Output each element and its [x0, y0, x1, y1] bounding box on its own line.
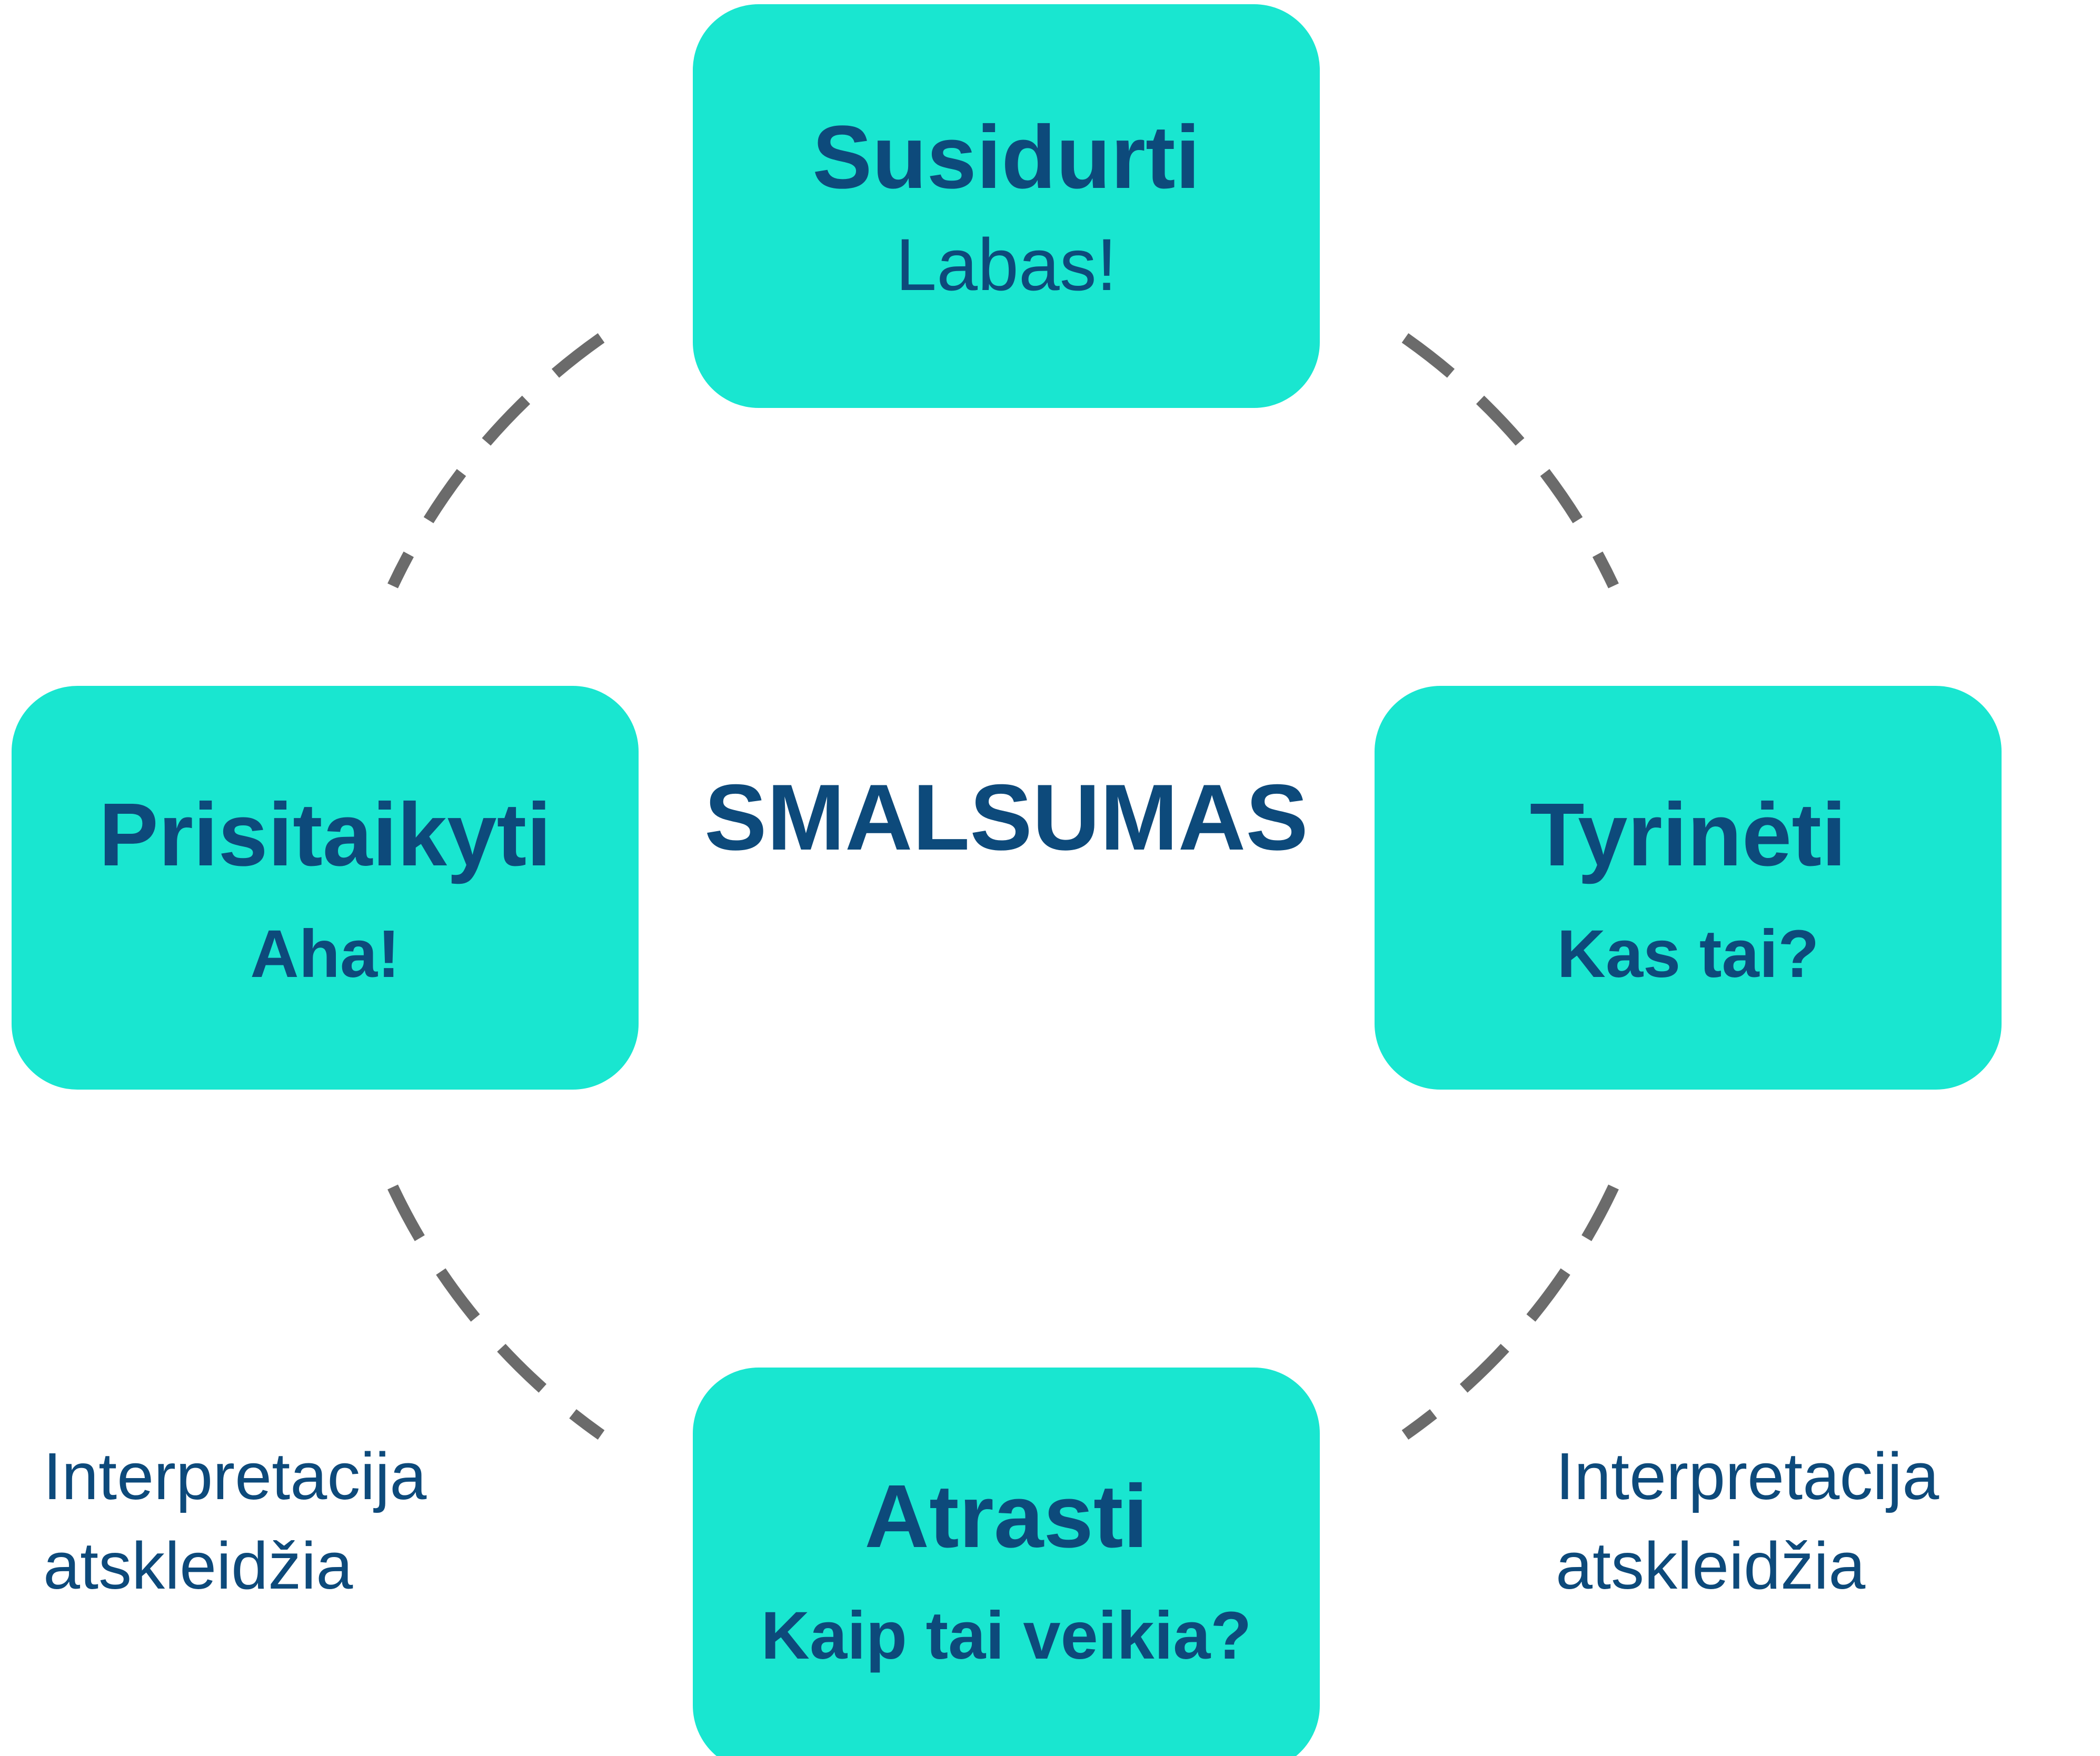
stage-encounter: Susidurti Labas!	[693, 4, 1320, 408]
note-right: Interpretacija atskleidžia	[1556, 1432, 1939, 1611]
note-left: Interpretacija atskleidžia	[43, 1432, 426, 1611]
stage-discover: Atrasti Kaip tai veikia?	[693, 1368, 1320, 1756]
connector-top-left	[387, 333, 605, 588]
center-label: SMALSUMAS	[704, 765, 1309, 870]
stage-title: Prisitaikyti	[98, 785, 552, 885]
stage-explore: Tyrinėti Kas tai?	[1375, 686, 2002, 1090]
connector-top-right	[1401, 333, 1619, 588]
stage-subtitle: Kas tai?	[1557, 916, 1819, 992]
stage-subtitle: Labas!	[895, 223, 1117, 306]
stage-title: Atrasti	[864, 1466, 1148, 1567]
note-line: Interpretacija	[43, 1439, 427, 1513]
connector-bottom-right	[1401, 1184, 1619, 1440]
stage-subtitle: Kaip tai veikia?	[761, 1598, 1252, 1673]
stage-subtitle: Aha!	[250, 916, 400, 992]
stage-adapt: Prisitaikyti Aha!	[12, 686, 639, 1090]
note-line: Interpretacija	[1556, 1439, 1939, 1513]
stage-title: Susidurti	[812, 107, 1200, 207]
note-line: atskleidžia	[1556, 1529, 1866, 1603]
note-line: atskleidžia	[43, 1529, 353, 1603]
stage-title: Tyrinėti	[1529, 785, 1847, 885]
connector-bottom-left	[387, 1184, 605, 1440]
